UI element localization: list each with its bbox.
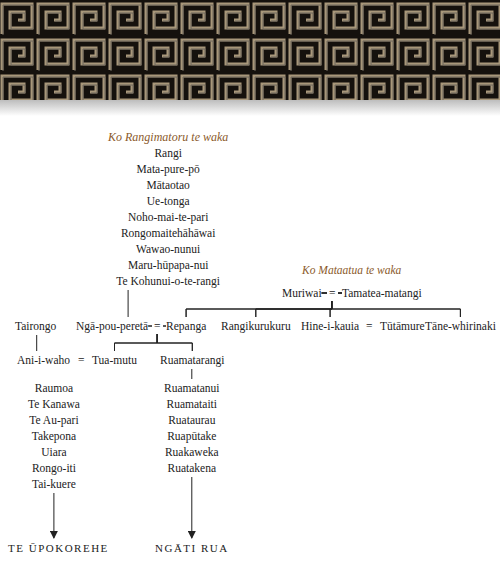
descent-line xyxy=(128,290,129,317)
tribe-name: NGĀTI RUA xyxy=(155,540,229,556)
ancestor-name: Muriwai xyxy=(282,285,322,301)
marriage-sign: = xyxy=(152,318,163,334)
ancestor-name: Hine-i-kauia xyxy=(301,318,359,334)
ancestor-name: Ani-i-waho xyxy=(17,352,70,368)
name-text: Te Au-pari xyxy=(28,412,80,428)
name-text: Rangikurukuru xyxy=(221,318,291,334)
taniko-banner xyxy=(0,0,500,118)
name-text: Mātaotao xyxy=(108,177,228,193)
ancestor-name: Tua-mutu xyxy=(92,352,137,368)
name-text: Ue-tonga xyxy=(108,193,228,209)
name-text: Takepona xyxy=(28,428,80,444)
lineage-list: Ko Rangimatoru te wakaRangiMata-pure-pōM… xyxy=(108,129,228,289)
name-text: Ruamatanui xyxy=(164,380,220,396)
name-text: Maru-hūpapa-nui xyxy=(108,257,228,273)
name-text: Ruamatarangi xyxy=(160,352,225,368)
name-text: Hine-i-kauia xyxy=(301,318,359,334)
waka-heading: Ko Rangimatoru te waka xyxy=(108,129,228,145)
name-text: TE ŪPOKOREHE xyxy=(8,540,109,556)
name-text: Muriwai xyxy=(282,285,322,301)
name-text: Raumoa xyxy=(28,380,80,396)
name-text: Tai-kuere xyxy=(28,476,80,492)
marriage-sign: = xyxy=(76,352,87,368)
name-text: Mata-pure-pō xyxy=(108,161,228,177)
name-text: Ruakaweka xyxy=(164,444,220,460)
name-text: Tamatea-matangi xyxy=(342,285,422,301)
name-text: Rongo-iti xyxy=(28,460,80,476)
name-text: Tairongo xyxy=(15,318,56,334)
ancestor-name: Tamatea-matangi xyxy=(342,285,422,301)
lineage-list: RaumoaTe KanawaTe Au-pariTakeponaUiaraRo… xyxy=(28,380,80,492)
ancestor-name: Ruamatarangi xyxy=(160,352,225,368)
name-text: Ruataurau xyxy=(164,412,220,428)
name-text: Tāne-whirinaki xyxy=(425,318,496,334)
name-text: Wawao-nunui xyxy=(108,241,228,257)
name-text: Ruamataiti xyxy=(164,396,220,412)
name-text: Repanga xyxy=(166,318,206,334)
name-text: Uiara xyxy=(28,444,80,460)
name-text: Ruapūtake xyxy=(164,428,220,444)
name-text: Tua-mutu xyxy=(92,352,137,368)
name-text: Noho-mai-te-pari xyxy=(108,209,228,225)
descent-line xyxy=(53,493,54,538)
name-text: Ani-i-waho xyxy=(17,352,70,368)
marriage-sign: = xyxy=(327,285,338,301)
name-text: Rongomaitehāhāwai xyxy=(108,225,228,241)
descent-line xyxy=(191,369,192,379)
ancestor-name: Tāne-whirinaki xyxy=(425,318,496,334)
ancestor-name: Repanga xyxy=(166,318,206,334)
lineage-list: RuamatanuiRuamataitiRuataurauRuapūtakeRu… xyxy=(164,380,220,476)
tribe-name: TE ŪPOKOREHE xyxy=(8,540,109,556)
name-text: Ruatakena xyxy=(164,460,220,476)
ancestor-name: Tairongo xyxy=(15,318,56,334)
name-text: Rangi xyxy=(108,145,228,161)
name-text: Ngā-pou-peretā xyxy=(76,318,148,334)
marriage-sign: = xyxy=(364,318,375,334)
name-text: Te Kohunui-o-te-rangi xyxy=(108,273,228,289)
waka-heading: Ko Mataatua te waka xyxy=(302,262,401,278)
ancestor-name: Ngā-pou-peretā xyxy=(76,318,148,334)
descent-line xyxy=(36,335,37,351)
name-text: Tūtāmure xyxy=(380,318,425,334)
ancestor-name: Rangikurukuru xyxy=(221,318,291,334)
descent-line xyxy=(191,477,192,538)
name-text: NGĀTI RUA xyxy=(155,540,229,556)
name-text: Te Kanawa xyxy=(28,396,80,412)
ancestor-name: Tūtāmure xyxy=(380,318,425,334)
